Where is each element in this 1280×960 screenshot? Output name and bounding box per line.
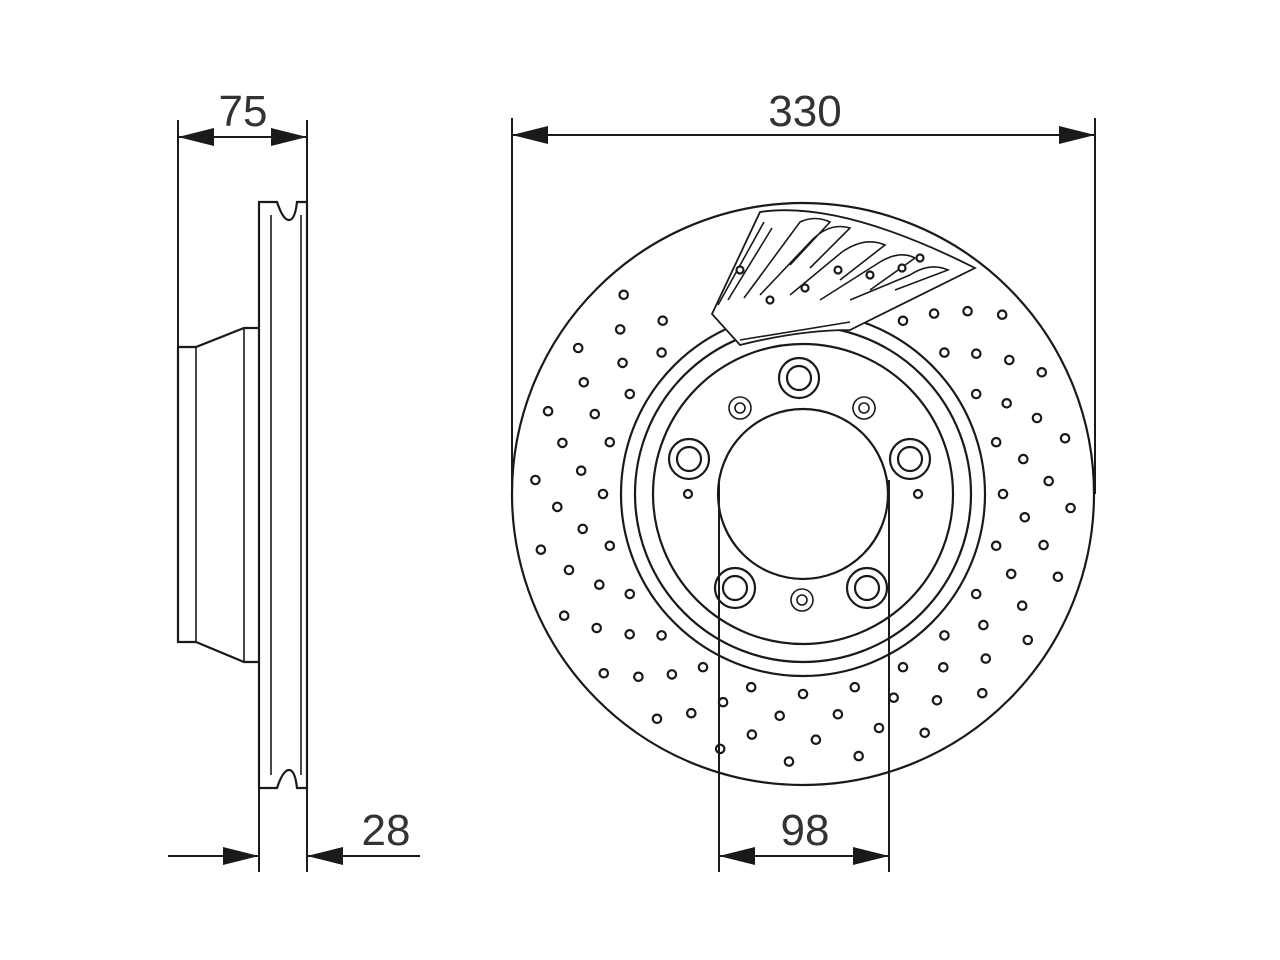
dimension-outer-diameter: 330	[768, 87, 841, 136]
drill-hole	[656, 630, 667, 641]
drill-hole	[745, 681, 757, 693]
drill-hole	[1016, 600, 1028, 611]
drill-hole	[897, 661, 909, 673]
drill-hole	[1065, 502, 1076, 514]
front-view: 330 98	[510, 87, 1096, 872]
drill-hole	[939, 347, 950, 358]
side-view-disc-ring	[257, 200, 309, 790]
drill-hole	[697, 661, 709, 673]
drill-hole	[624, 388, 636, 400]
drill-hole	[604, 540, 616, 552]
dimension-disc-thickness: 28	[362, 806, 411, 855]
drill-hole	[618, 289, 629, 301]
drill-hole	[577, 523, 588, 535]
drill-hole	[666, 669, 678, 680]
bolt-holes	[667, 356, 932, 610]
drill-hole	[617, 357, 628, 369]
drill-hole	[598, 667, 610, 679]
drill-hole	[717, 696, 729, 708]
side-view-hat	[176, 326, 259, 664]
drill-hole	[604, 436, 616, 448]
drill-hole	[970, 588, 982, 600]
drill-hole	[535, 544, 547, 555]
drill-hole	[1031, 412, 1043, 424]
dimension-pitch-circle: 98	[781, 806, 830, 855]
drill-hole	[996, 309, 1008, 320]
drill-hole	[897, 315, 909, 327]
drill-hole	[542, 405, 554, 417]
drill-hole	[873, 722, 885, 734]
drill-hole	[810, 734, 822, 745]
drill-hole	[931, 694, 943, 706]
drill-hole	[614, 324, 626, 335]
drill-hole	[589, 408, 601, 420]
drill-hole	[849, 681, 861, 693]
drill-hole	[997, 488, 1009, 500]
drill-hole	[970, 348, 982, 359]
drill-hole	[530, 474, 541, 486]
drill-hole	[797, 688, 809, 700]
drill-hole	[746, 729, 758, 740]
drill-hole	[853, 750, 864, 762]
drill-hole	[1022, 634, 1034, 646]
drill-hole	[990, 540, 1002, 552]
drill-hole	[1001, 397, 1012, 409]
hat-face	[651, 342, 955, 646]
drill-hole	[978, 619, 989, 631]
drill-hole	[633, 671, 644, 683]
drill-hole	[1017, 453, 1029, 465]
drill-hole	[1036, 366, 1048, 378]
drill-hole	[928, 308, 940, 319]
drill-hole	[1059, 432, 1071, 444]
drill-hole	[656, 347, 667, 358]
cross-drilled-holes	[530, 263, 1076, 767]
drill-hole	[832, 708, 844, 720]
center-bore	[716, 407, 890, 581]
drill-hole	[1019, 511, 1031, 523]
drill-hole	[783, 756, 795, 767]
drill-hole	[551, 501, 563, 513]
drill-hole	[578, 376, 590, 388]
drill-hole	[558, 610, 570, 621]
drill-hole	[714, 743, 726, 755]
drill-hole	[657, 315, 668, 326]
drill-hole	[962, 305, 973, 317]
section-cutaway	[710, 209, 978, 347]
drill-hole	[651, 713, 663, 725]
drill-hole	[888, 692, 899, 703]
locating-holes	[682, 396, 924, 612]
side-view: 75 28	[168, 87, 420, 872]
drill-hole	[572, 342, 584, 354]
drill-hole	[624, 588, 636, 600]
drill-hole	[937, 661, 949, 673]
drill-hole	[557, 437, 568, 449]
drill-hole	[593, 579, 605, 590]
drill-hole	[624, 628, 635, 640]
drill-hole	[774, 710, 785, 722]
drill-hole	[685, 707, 697, 719]
drill-hole	[591, 622, 602, 634]
drill-hole	[597, 488, 609, 500]
drill-hole	[575, 465, 587, 476]
drill-hole	[1005, 568, 1017, 580]
dimension-overall-height: 75	[219, 87, 268, 136]
drill-hole	[1043, 475, 1054, 487]
drill-hole	[980, 653, 992, 664]
drill-hole	[939, 630, 950, 641]
drill-hole	[970, 388, 982, 400]
drill-hole	[976, 687, 988, 699]
drill-hole	[1003, 354, 1015, 366]
drill-hole	[990, 436, 1002, 448]
drill-hole	[1052, 571, 1064, 583]
drill-hole	[1038, 539, 1049, 551]
drill-hole	[919, 727, 930, 739]
drill-hole	[563, 564, 575, 576]
